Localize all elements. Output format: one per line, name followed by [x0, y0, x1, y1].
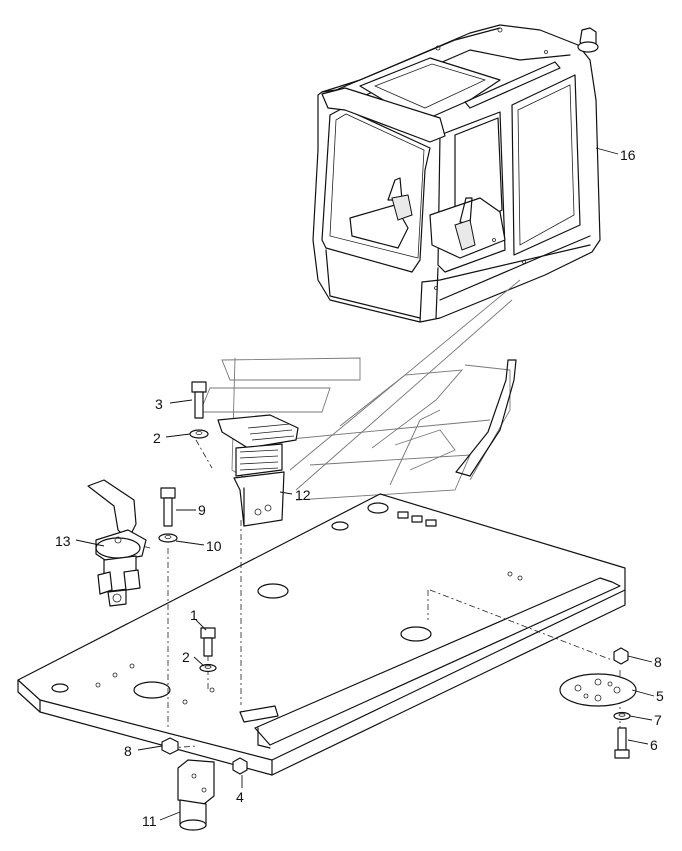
callout-4: 4	[236, 789, 244, 805]
callout-8-right: 8	[654, 654, 662, 670]
washer-2-lower	[199, 663, 217, 673]
callout-6: 6	[650, 737, 658, 753]
callout-9: 9	[198, 502, 206, 518]
callout-8-lower: 8	[124, 743, 132, 759]
nut-4	[232, 757, 248, 775]
callout-16: 16	[620, 147, 636, 163]
washer-7	[613, 711, 631, 721]
callout-1: 1	[190, 607, 198, 623]
mounting-guide-lines	[199, 279, 521, 501]
cylinder-part-11	[177, 759, 215, 831]
callout-5: 5	[656, 688, 664, 704]
callout-2-upper: 2	[153, 430, 161, 446]
callout-3: 3	[155, 396, 163, 412]
nut-8-right	[613, 647, 629, 665]
foot-pedal-valve	[217, 414, 299, 527]
leader-lines	[75, 147, 655, 821]
flange-plate-5	[559, 673, 637, 707]
callout-11: 11	[142, 813, 157, 829]
washer-10	[158, 533, 178, 543]
callout-10: 10	[206, 538, 222, 554]
floor-plate	[17, 493, 626, 776]
operator-cab	[312, 24, 601, 323]
brake-valve-assembly	[87, 479, 147, 607]
washer-2-upper	[189, 429, 209, 439]
bolt-6	[614, 727, 630, 759]
callout-12: 12	[295, 487, 311, 503]
bolt-1	[200, 627, 216, 657]
nut-8-lower	[161, 737, 179, 755]
bolt-9	[160, 487, 176, 527]
callout-7: 7	[654, 712, 662, 728]
bolt-3	[191, 381, 207, 419]
callout-labels: 16 3 2 12 9 10 13 1 2 8 4 11 8 5 7 6	[55, 147, 664, 829]
callout-2-lower: 2	[182, 649, 190, 665]
callout-13: 13	[55, 533, 71, 549]
